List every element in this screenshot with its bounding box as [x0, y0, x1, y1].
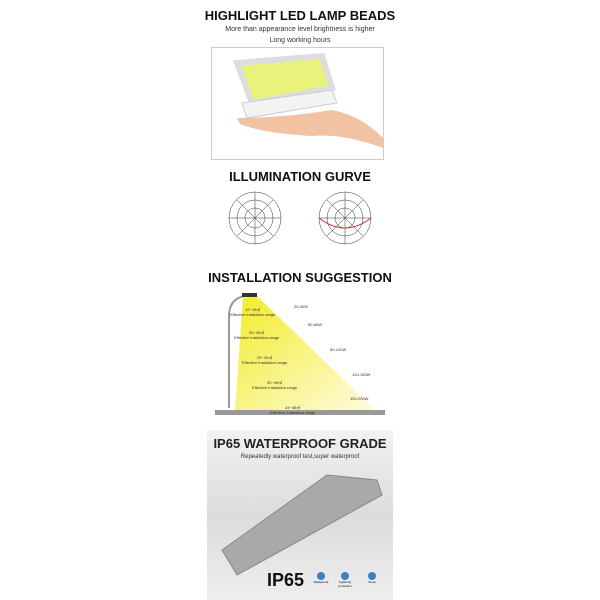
feature-waterproof: Waterproof	[311, 572, 331, 584]
waterproof-panel: IP65 WATERPROOF GRADE Repeatedly waterpr…	[207, 430, 393, 600]
power-4: 120-150W	[352, 372, 371, 377]
power-1: 20-30W	[294, 304, 309, 309]
beads-title: HIGHLIGHT LED LAMP BEADS	[204, 8, 396, 23]
snowflake-icon	[368, 572, 376, 580]
polar-chart-right	[318, 191, 372, 245]
curve-title: ILLUMINATION GURVE	[229, 169, 371, 184]
waterproof-subtitle: Repeatedly waterproof test,super waterpr…	[240, 454, 360, 460]
power-2: 50-80W	[308, 322, 323, 327]
lightning-icon	[341, 572, 349, 580]
led-bead-image	[211, 47, 384, 160]
feature-lightning: Lightning protection	[335, 572, 355, 588]
waterproof-title: IP65 WATERPROOF GRADE	[213, 436, 387, 451]
power-3: 80-100W	[330, 347, 347, 352]
feature-snow: Snow	[362, 572, 382, 584]
water-drop-icon	[317, 572, 325, 580]
install-title: INSTALLATION SUGGESTION	[208, 270, 392, 285]
polar-chart-left	[228, 191, 282, 245]
beads-line2: Long working hours	[269, 37, 331, 44]
power-5: 150-200W	[350, 396, 369, 401]
installation-diagram	[215, 293, 385, 415]
beads-line1: More than appearance level brightness is…	[225, 26, 375, 33]
ip65-badge: IP65	[267, 570, 305, 590]
